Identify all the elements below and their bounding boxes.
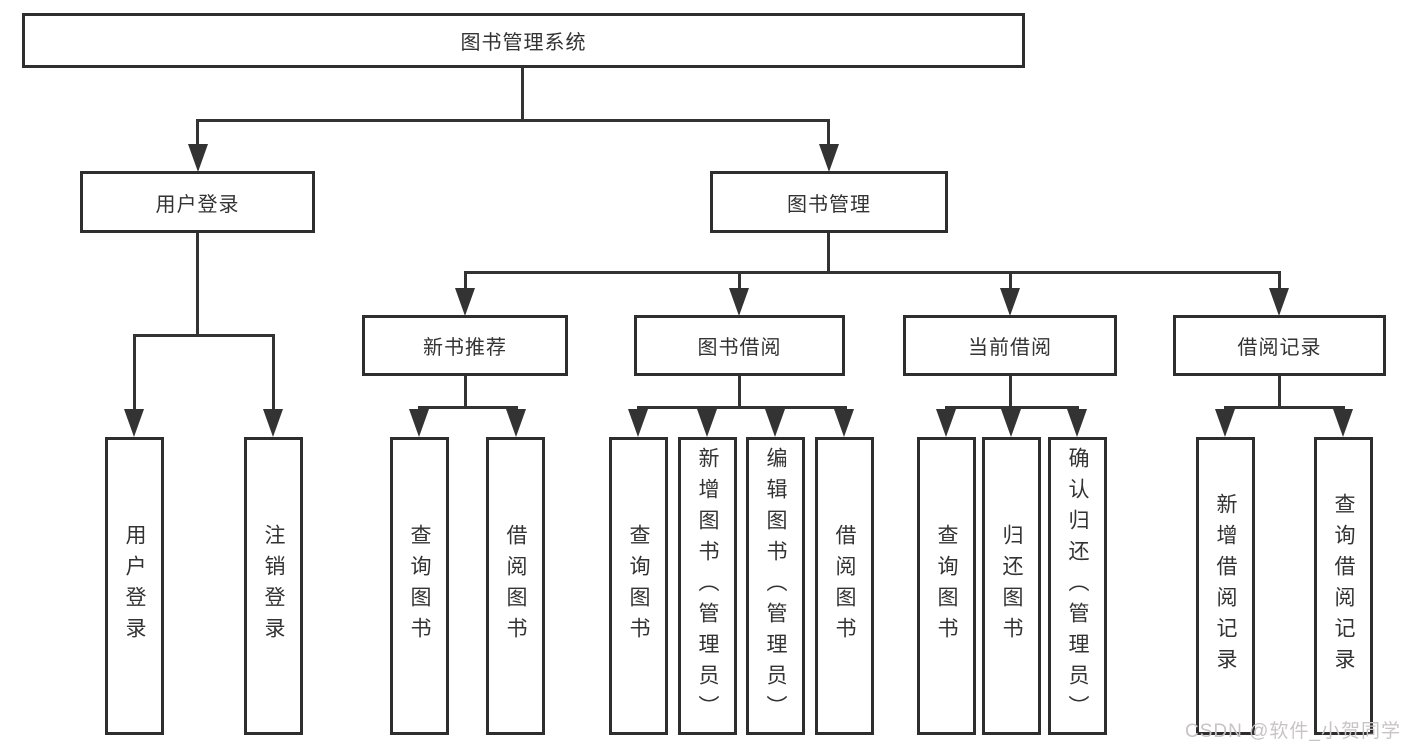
connector-line xyxy=(272,334,275,414)
arrow-down-icon xyxy=(628,409,648,437)
connector-line xyxy=(418,406,518,409)
connector-line xyxy=(196,233,199,337)
node-user-login: 用户登录 xyxy=(80,171,315,233)
connector-line xyxy=(738,271,741,291)
arrow-down-icon xyxy=(729,288,749,316)
connector-line xyxy=(1278,376,1281,409)
connector-line xyxy=(464,271,467,291)
connector-line xyxy=(1224,406,1345,409)
leaf-br-query-record: 查询借阅记录 xyxy=(1314,437,1373,735)
connector-line xyxy=(464,271,1281,274)
arrow-down-icon xyxy=(765,409,785,437)
leaf-bb-query-books: 查询图书 xyxy=(609,437,668,735)
connector-line xyxy=(196,119,830,122)
arrow-down-icon xyxy=(263,409,283,437)
node-root: 图书管理系统 xyxy=(22,13,1025,68)
arrow-down-icon xyxy=(1215,409,1235,437)
connector-line xyxy=(521,68,524,121)
arrow-down-icon xyxy=(1001,409,1021,437)
connector-line xyxy=(637,406,847,409)
arrow-down-icon xyxy=(936,409,956,437)
leaf-bb-edit-books-admin: 编辑图书（管理员） xyxy=(746,437,805,735)
arrow-down-icon xyxy=(1269,288,1289,316)
leaf-cb-return-books: 归还图书 xyxy=(982,437,1041,735)
watermark: CSDN @软件_小贺同学 xyxy=(1185,721,1401,742)
leaf-nb-borrow-books: 借阅图书 xyxy=(486,437,545,735)
connector-line xyxy=(945,406,1079,409)
connector-line xyxy=(133,334,275,337)
connector-line xyxy=(464,376,467,409)
arrow-down-icon xyxy=(455,288,475,316)
connector-line xyxy=(1009,271,1012,291)
connector-line xyxy=(1278,271,1281,291)
leaf-nb-query-books: 查询图书 xyxy=(390,437,449,735)
node-borrow-records: 借阅记录 xyxy=(1173,315,1386,376)
leaf-user-login: 用户登录 xyxy=(105,437,164,735)
arrow-down-icon xyxy=(1333,409,1353,437)
connector-line xyxy=(133,334,136,414)
leaf-bb-add-books-admin: 新增图书（管理员） xyxy=(678,437,737,735)
node-book-management: 图书管理 xyxy=(710,171,948,233)
leaf-cb-query-books: 查询图书 xyxy=(917,437,976,735)
arrow-down-icon xyxy=(834,409,854,437)
arrow-down-icon xyxy=(124,409,144,437)
leaf-br-add-record: 新增借阅记录 xyxy=(1196,437,1255,735)
connector-line xyxy=(827,119,830,151)
leaf-logout: 注销登录 xyxy=(244,437,303,735)
connector-line xyxy=(738,376,741,409)
arrow-down-icon xyxy=(819,144,839,172)
arrow-down-icon xyxy=(697,409,717,437)
leaf-cb-confirm-return-admin: 确认归还（管理员） xyxy=(1048,437,1107,735)
arrow-down-icon xyxy=(1067,409,1087,437)
node-book-borrow: 图书借阅 xyxy=(634,315,845,376)
connector-line xyxy=(196,119,199,151)
connector-line xyxy=(1009,376,1012,409)
arrow-down-icon xyxy=(1000,288,1020,316)
arrow-down-icon xyxy=(409,409,429,437)
connector-line xyxy=(827,233,830,274)
arrow-down-icon xyxy=(188,144,208,172)
arrow-down-icon xyxy=(506,409,526,437)
node-current-borrow: 当前借阅 xyxy=(903,315,1117,376)
node-new-book-recommend: 新书推荐 xyxy=(362,315,568,376)
leaf-bb-borrow-books: 借阅图书 xyxy=(815,437,874,735)
